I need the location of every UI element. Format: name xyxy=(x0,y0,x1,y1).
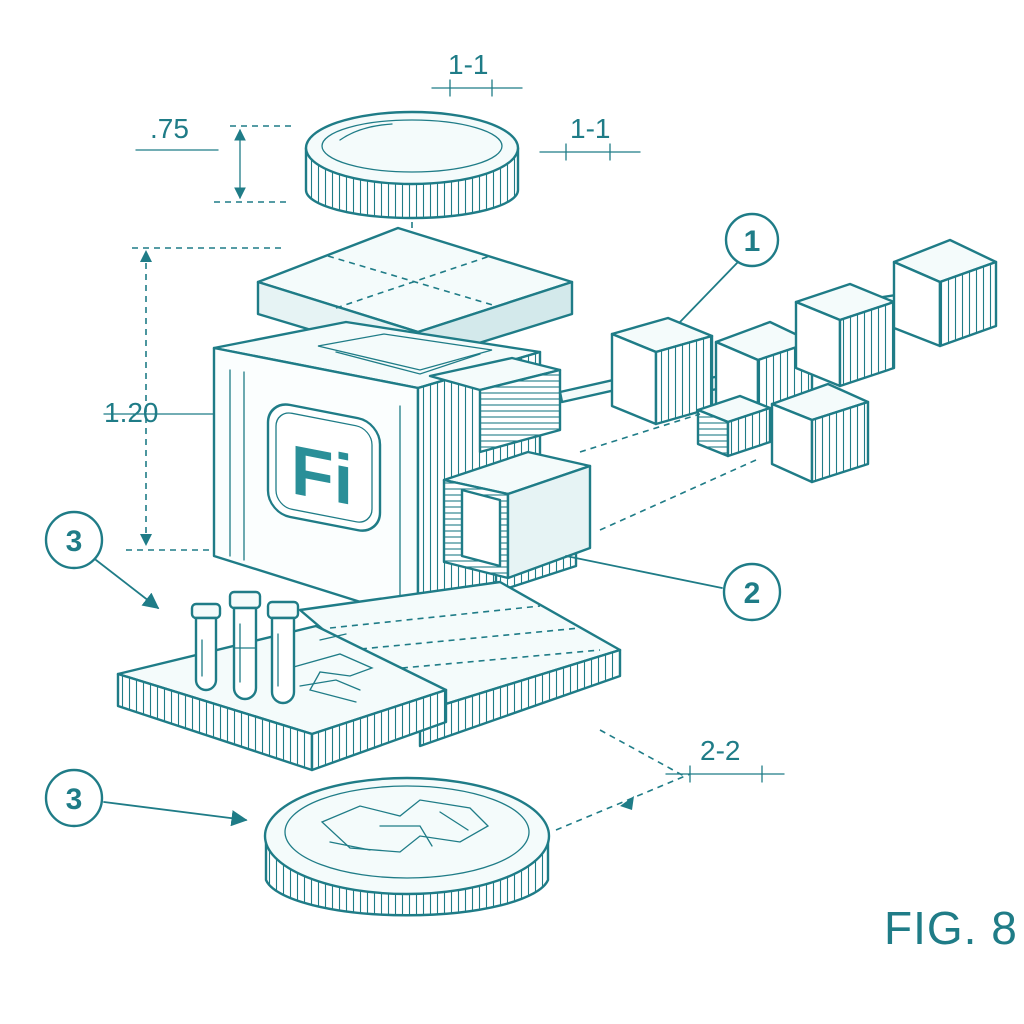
figure-label: FIG. 8 xyxy=(884,902,1018,954)
circuit-token-icon xyxy=(263,776,551,917)
callout-2-number: 2 xyxy=(744,577,761,610)
dimension-label-top: 1-1 xyxy=(448,49,488,80)
dimension-label-right: 1-1 xyxy=(570,113,610,144)
top-coin xyxy=(304,110,520,220)
dimension-label-cap-height: .75 xyxy=(150,113,189,144)
app-logo-icon: Fi xyxy=(266,403,382,532)
test-tube-icon xyxy=(190,602,222,692)
callout-3-upper-number: 3 xyxy=(66,525,83,558)
cube-icon xyxy=(892,238,998,348)
dimension-label-bottom: 2-2 xyxy=(700,735,740,766)
cube-icon xyxy=(696,394,772,458)
dimension-lines xyxy=(103,79,785,831)
callout-3-upper: 3 xyxy=(44,510,160,609)
side-module xyxy=(442,450,592,594)
callout-1: 1 xyxy=(679,212,780,323)
cube-chain xyxy=(558,238,998,531)
test-tube-icon xyxy=(228,590,262,701)
cube-icon xyxy=(610,316,714,426)
callout-2: 2 xyxy=(565,555,782,622)
test-tube-icon xyxy=(266,600,300,705)
cube-icon xyxy=(794,282,896,388)
cube-icon xyxy=(770,382,870,484)
dimension-label-body-height: 1.20 xyxy=(104,397,159,428)
callout-3-lower-number: 3 xyxy=(66,783,83,816)
base-plate xyxy=(116,580,622,772)
logo-text: Fi xyxy=(291,430,353,520)
callout-1-number: 1 xyxy=(744,225,761,258)
callout-3-lower: 3 xyxy=(44,768,248,828)
